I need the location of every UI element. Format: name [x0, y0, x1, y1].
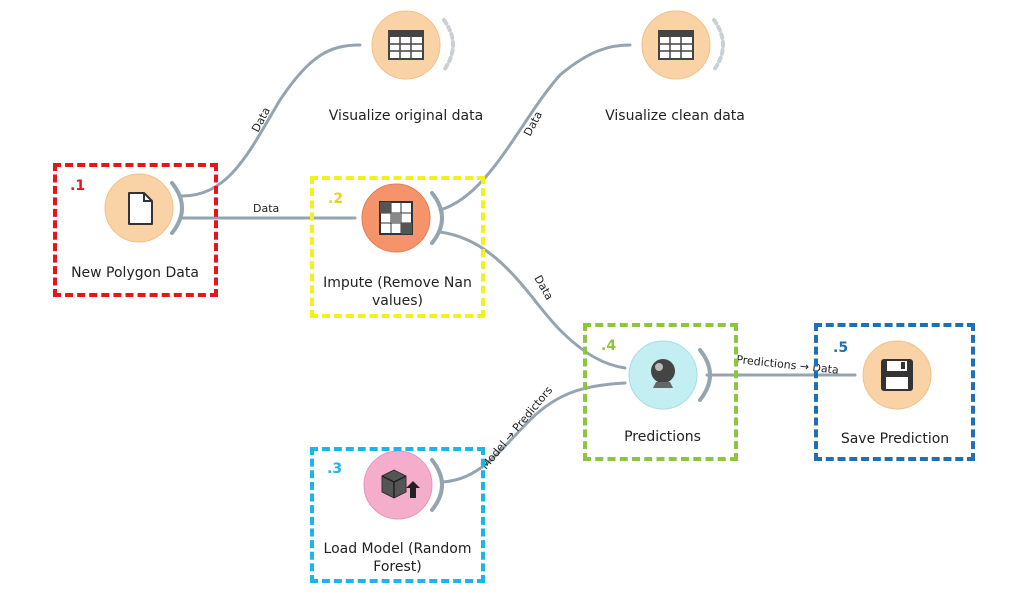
node-visualize-original[interactable]: [371, 10, 455, 80]
label-load-model-line2: Forest): [373, 559, 422, 575]
highlight-box-predictions: [583, 323, 738, 461]
impute-grid-icon: [379, 201, 413, 235]
node-save-prediction[interactable]: [862, 340, 932, 410]
label-visualize-original: Visualize original data: [328, 108, 484, 124]
label-new-polygon-data: New Polygon Data: [71, 265, 199, 281]
badge-save-prediction: .5: [833, 340, 849, 356]
label-impute-line1: Impute (Remove Nan: [323, 275, 472, 291]
label-predictions: Predictions: [624, 429, 701, 445]
table-icon: [388, 30, 424, 60]
node-predictions[interactable]: [628, 340, 712, 410]
link-label-model-to-predictions: Model → Predictors: [478, 384, 555, 472]
link-label-impute-to-predictions: Data: [531, 273, 555, 302]
link-impute-to-visualize-clean[interactable]: [438, 43, 632, 212]
link-label-polygon-to-impute: Data: [253, 202, 279, 215]
label-load-model: Load Model (Random Forest): [310, 540, 485, 576]
badge-predictions: .4: [601, 338, 617, 354]
highlight-box-save-prediction: [814, 323, 975, 461]
node-new-polygon-data[interactable]: [104, 173, 184, 243]
label-visualize-clean: Visualize clean data: [605, 108, 745, 124]
label-load-model-line1: Load Model (Random: [323, 541, 472, 557]
node-visualize-clean[interactable]: [641, 10, 725, 80]
badge-new-polygon-data: .1: [70, 178, 86, 194]
highlight-box-load-model: [310, 447, 485, 583]
label-impute: Impute (Remove Nan values): [310, 274, 485, 310]
file-icon: [128, 192, 153, 225]
label-impute-line2: values): [372, 293, 423, 309]
node-impute[interactable]: [361, 183, 444, 253]
crystal-ball-icon: [651, 359, 675, 388]
load-model-icon: [381, 469, 420, 499]
label-save-prediction: Save Prediction: [840, 431, 950, 447]
link-model-to-predictions[interactable]: [440, 381, 627, 484]
badge-impute: .2: [328, 191, 344, 207]
table-icon: [658, 30, 694, 60]
highlight-box-impute: [310, 176, 485, 318]
floppy-disk-icon: [881, 359, 913, 391]
node-load-model[interactable]: [363, 450, 444, 520]
link-impute-to-predictions[interactable]: [438, 230, 627, 370]
badge-load-model: .3: [327, 461, 343, 477]
highlight-box-new-polygon-data: [53, 163, 218, 297]
link-label-impute-to-visualize-clean: Data: [521, 109, 545, 138]
